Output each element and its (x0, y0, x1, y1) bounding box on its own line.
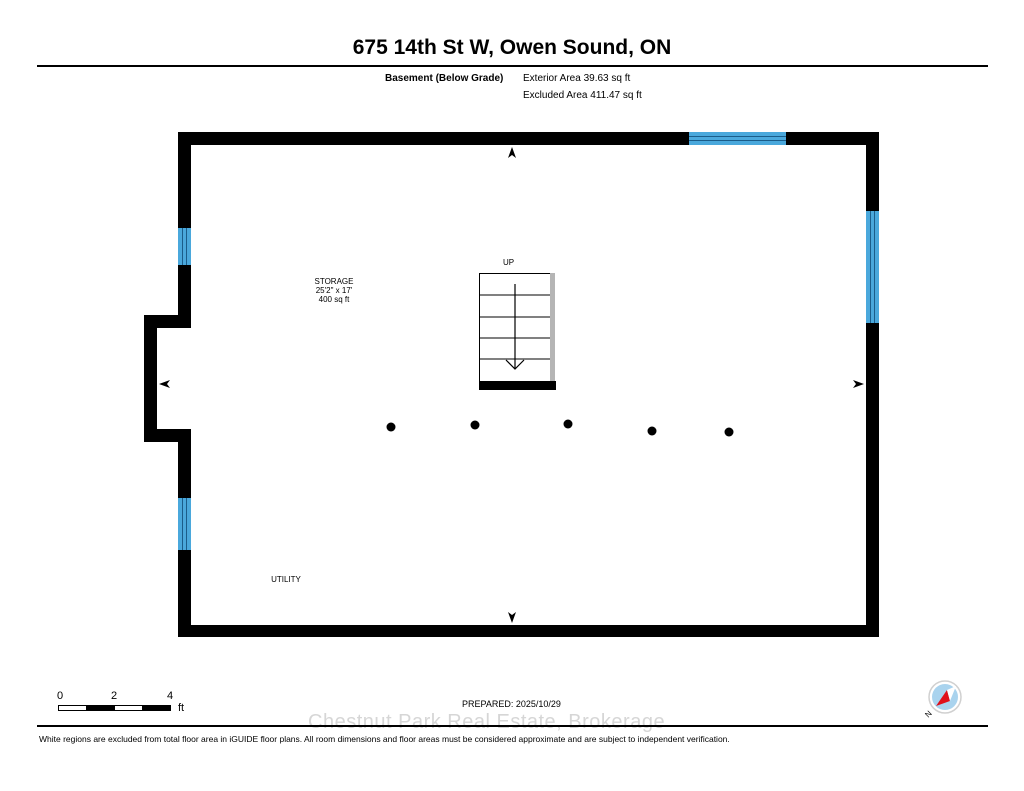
prepared-date: PREPARED: 2025/10/29 (462, 699, 561, 709)
scale-unit: ft (178, 702, 185, 714)
staircase (479, 273, 556, 390)
scale-tick-2: 2 (111, 690, 118, 702)
column-post (647, 426, 657, 436)
dimension-arrow-left (159, 380, 170, 388)
room-dimensions: 25'2" x 17' (315, 286, 353, 295)
room-name: STORAGE (314, 277, 354, 286)
window-left-lower (178, 498, 191, 550)
brokerage-watermark: Chestnut Park Real Estate, Brokerage (308, 711, 666, 733)
page-title: 675 14th St W, Owen Sound, ON (352, 36, 672, 59)
dimension-arrow-bottom (508, 612, 516, 623)
support-columns (386, 419, 734, 437)
scale-bar (58, 705, 171, 711)
floor-level-label: Basement (Below Grade) (385, 73, 504, 84)
excluded-area: Excluded Area 411.47 sq ft (523, 90, 642, 101)
room-name: UTILITY (271, 575, 301, 584)
room-label-storage: STORAGE 25'2" x 17' 400 sq ft (300, 277, 368, 304)
room-area: 400 sq ft (318, 295, 350, 304)
column-post (470, 420, 480, 430)
header-divider (37, 65, 988, 67)
dimension-arrow-right (853, 380, 864, 388)
column-post (724, 427, 734, 437)
scale-tick-4: 4 (167, 690, 174, 702)
exterior-area: Exterior Area 39.63 sq ft (523, 73, 631, 84)
stairs-up-label: UP (503, 258, 515, 267)
column-post (386, 422, 396, 432)
column-post (563, 419, 573, 429)
scale-tick-0: 0 (57, 690, 64, 702)
window-right (866, 211, 879, 323)
footer-divider (37, 725, 988, 727)
compass-icon: N (923, 680, 962, 720)
room-label-utility: UTILITY (262, 575, 310, 584)
footer-disclaimer: White regions are excluded from total fl… (39, 734, 730, 744)
window-left-upper (178, 228, 191, 265)
dimension-arrow-top (508, 147, 516, 158)
svg-text:N: N (923, 709, 934, 720)
window-top (689, 132, 786, 145)
